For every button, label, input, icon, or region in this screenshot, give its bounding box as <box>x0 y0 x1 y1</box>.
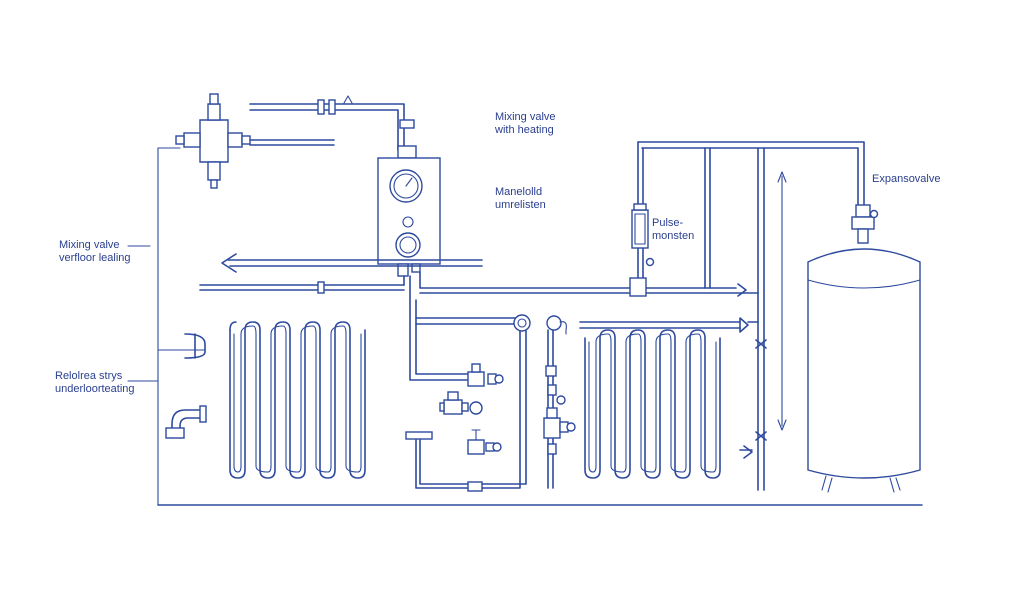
label-line: Expansovalve <box>872 173 941 185</box>
label-line: Pulse- <box>652 217 684 229</box>
right-pipe-network <box>629 141 865 491</box>
label-line: Relolrea strys <box>55 370 123 382</box>
return-arrow-pipe <box>221 253 483 273</box>
label-line: Mixing valve <box>495 111 556 123</box>
label-line: with heating <box>495 124 554 136</box>
manifold-unit <box>377 157 441 277</box>
manifold-drops <box>409 275 531 492</box>
radiator-right <box>579 317 759 479</box>
label-line: umrelisten <box>495 199 546 211</box>
middle-riser <box>543 315 576 489</box>
feed-pipe <box>199 271 631 294</box>
left-fittings <box>165 333 207 439</box>
label-line: underloorteating <box>55 383 135 395</box>
label-mixing-valve-floor: Mixing valve verfloor lealing <box>59 239 131 265</box>
label-line: Manelolld <box>495 186 543 198</box>
label-expansion-valve: Expansovalve <box>872 173 941 186</box>
radiator-left <box>229 321 366 479</box>
expansion-tank <box>807 204 921 493</box>
label-mixing-valve-heating: Mixing valve with heating <box>495 111 556 137</box>
label-manifold: Manelolld umrelisten <box>495 186 546 212</box>
label-pulse-monitor: Pulse- monsten <box>652 217 694 243</box>
valve-cluster <box>405 363 504 455</box>
label-line: Mixing valve <box>59 239 120 251</box>
label-related-systems: Relolrea strys underloorteating <box>55 370 135 396</box>
label-line: monsten <box>652 230 695 242</box>
label-line: verfloor lealing <box>59 252 131 264</box>
mixing-valve-top <box>175 93 417 189</box>
